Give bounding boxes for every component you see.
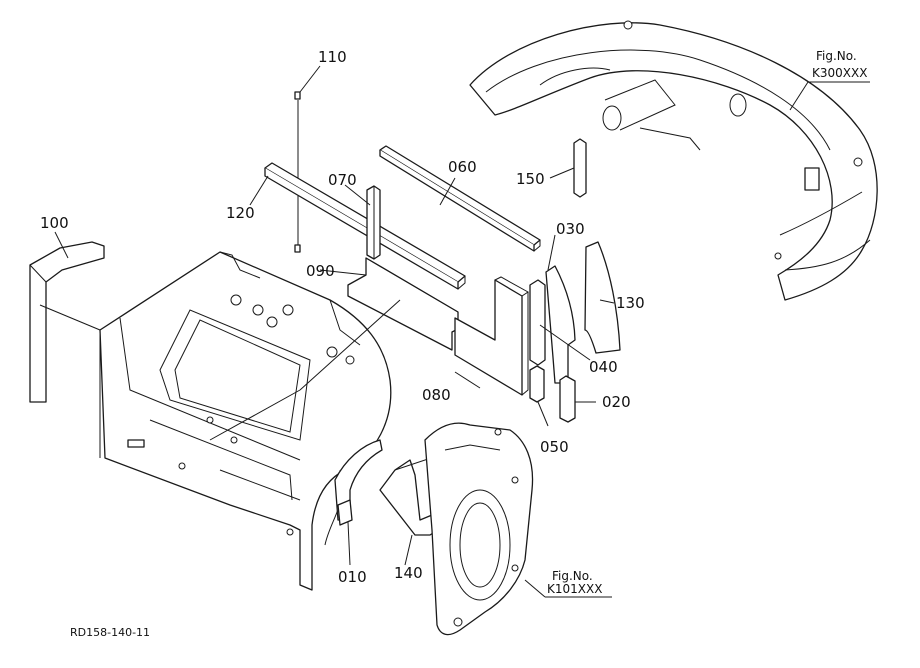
- part-010-panel: [334, 439, 383, 526]
- label-150: 150: [516, 170, 545, 188]
- label-100: 100: [40, 214, 69, 232]
- part-020-block: [559, 375, 576, 423]
- part-090-panel: [347, 257, 459, 351]
- label-020: 020: [602, 393, 631, 411]
- part-080-panel: [454, 276, 529, 396]
- part-040-strip: [529, 279, 546, 366]
- drawing-code: RD158-140-11: [70, 626, 150, 639]
- label-110: 110: [318, 48, 347, 66]
- label-050: 050: [540, 438, 569, 456]
- lower-side-cover-assembly: [424, 422, 534, 636]
- label-080: 080: [422, 386, 451, 404]
- label-070: 070: [328, 171, 357, 189]
- figure-ref-top: Fig.No. K300XXX: [812, 49, 867, 80]
- part-030-panel: [545, 265, 576, 384]
- label-120: 120: [226, 204, 255, 222]
- main-housing: [99, 251, 392, 591]
- part-150-block: [573, 138, 587, 198]
- label-030: 030: [556, 220, 585, 238]
- figure-ref-top-line1: Fig.No.: [816, 49, 857, 63]
- label-040: 040: [589, 358, 618, 376]
- part-120-strip: [264, 162, 466, 290]
- upper-fender-assembly: [469, 20, 878, 301]
- figure-ref-bottom: Fig.No. K101XXX: [547, 569, 602, 596]
- part-050-block: [529, 365, 545, 403]
- figure-ref-top-line2: K300XXX: [812, 66, 867, 80]
- part-070-post: [366, 185, 381, 260]
- leader-lines: [39, 65, 870, 598]
- label-010: 010: [338, 568, 367, 586]
- figure-ref-bottom-line2: K101XXX: [547, 582, 602, 596]
- part-110-pin: [294, 91, 301, 253]
- part-130-panel: [584, 241, 621, 354]
- label-060: 060: [448, 158, 477, 176]
- part-100-bracket: [29, 241, 105, 403]
- label-140: 140: [394, 564, 423, 582]
- figure-ref-bottom-line1: Fig.No.: [552, 569, 593, 583]
- part-060-board: [379, 145, 541, 252]
- label-090: 090: [306, 262, 335, 280]
- label-130: 130: [616, 294, 645, 312]
